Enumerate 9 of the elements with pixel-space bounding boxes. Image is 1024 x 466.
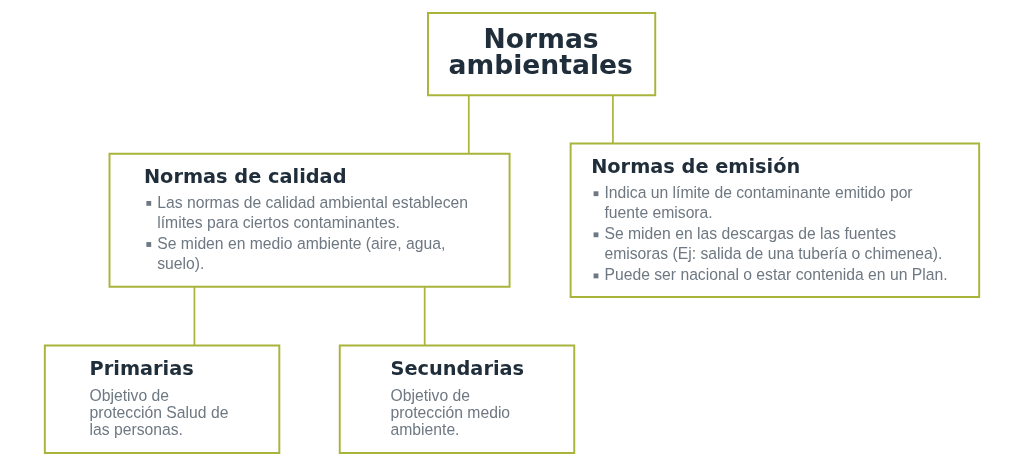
node-box: Normas de calidad Las normas de calidad ambiental establecen límites para ciertos contaminantes. Se miden en medio ambiente (aire, agua, suelo). [108,152,511,288]
connector [423,286,426,347]
node-box: Normas ambientales [427,12,657,97]
node-box: Normas de emisión Indica un límite de contaminante emitido por fuente emisora. Se miden en las descargas de las fuentes emisoras (Ej: salida de una tubería o chimenea). Puede ser nacional o estar contenida en un Plan. [569,142,981,299]
connector [612,94,614,145]
connector [193,286,196,347]
node-box: Secundarias Objetivo de protección medio ambiente. [338,344,576,454]
node-box: Primarias Objetivo de protección Salud de las personas. [43,344,281,454]
connector [467,94,470,155]
